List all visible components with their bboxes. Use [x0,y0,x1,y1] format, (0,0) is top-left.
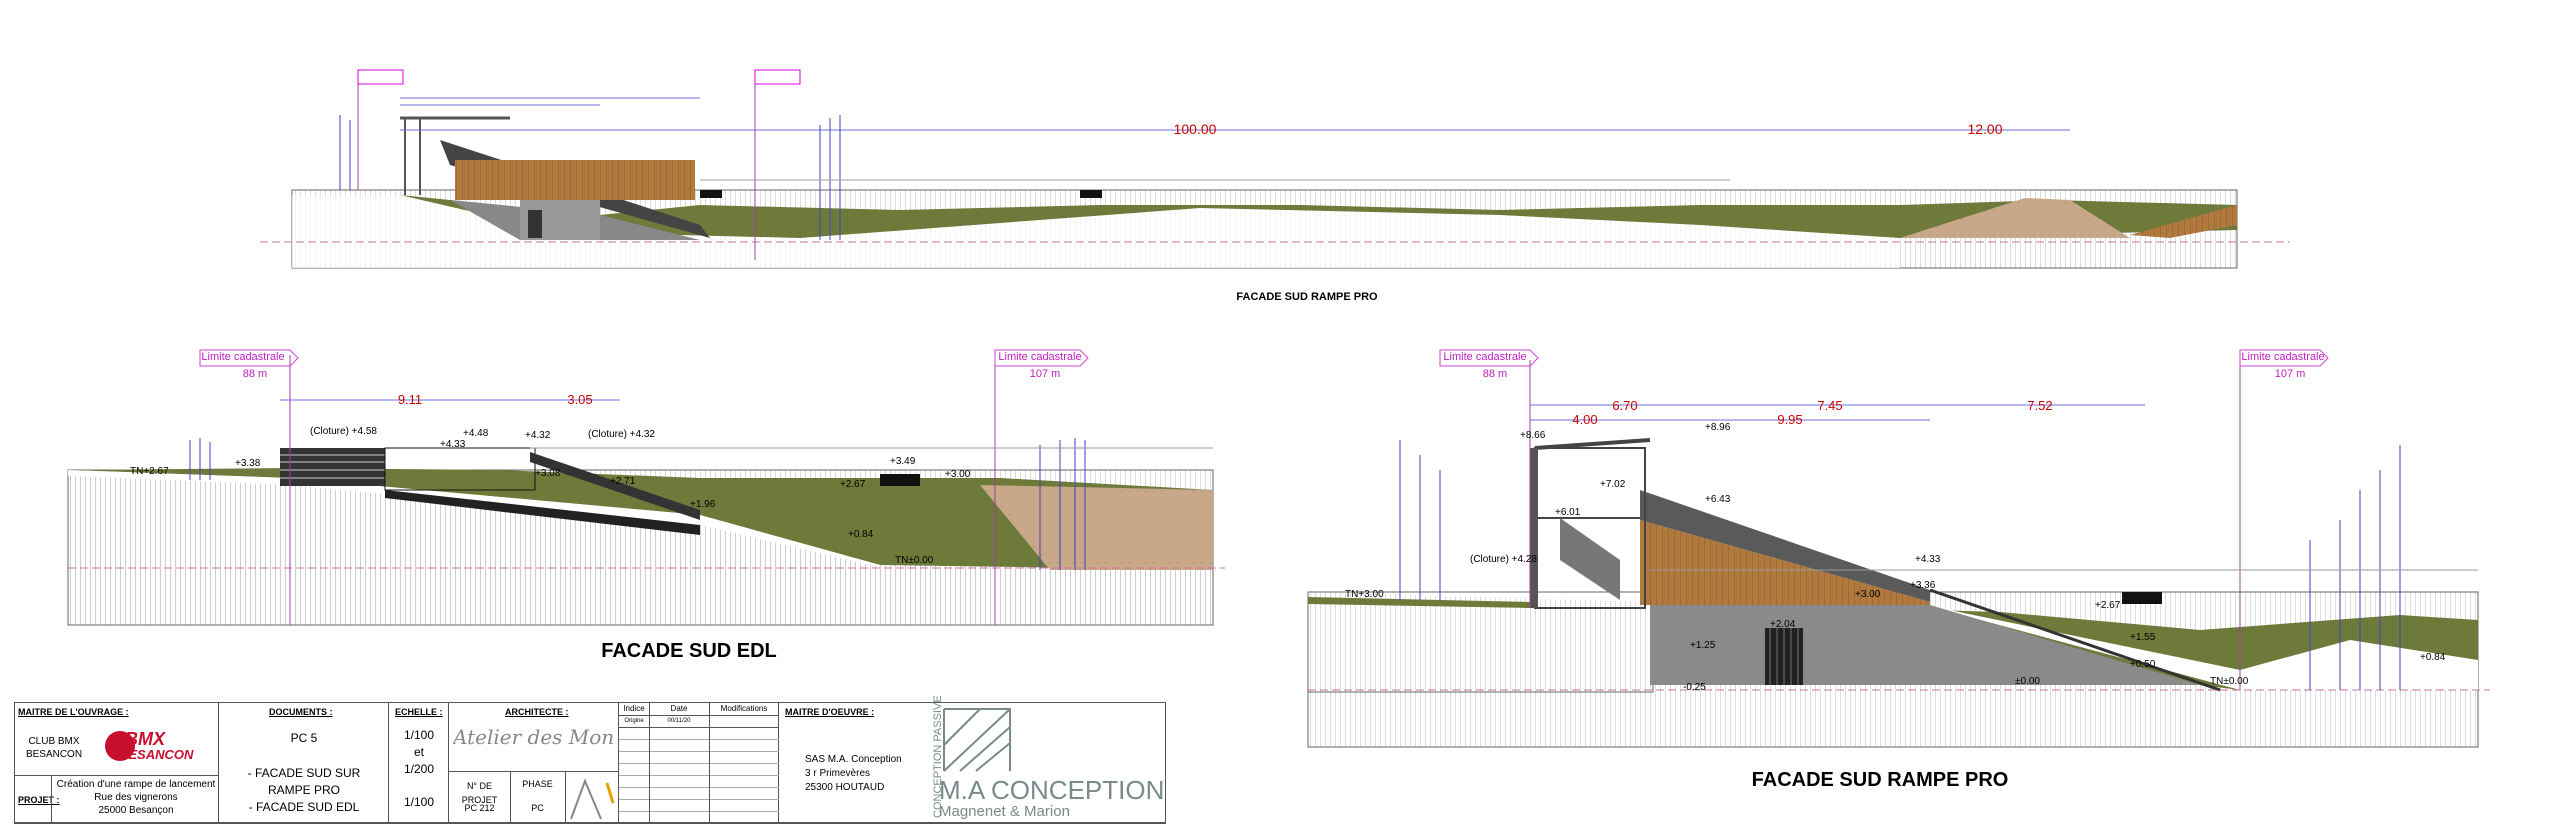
left-level: TN±0.00 [895,555,934,566]
right-dim-1: 6.70 [1612,398,1637,413]
right-level: +0.50 [2130,659,2156,670]
right-limit-left-label: Limite cadastrale [1443,351,1526,363]
right-dim-5: 9.95 [1777,412,1802,427]
right-level: (Cloture) +4.28 [1470,554,1537,565]
date-header: Date [670,704,688,713]
echelle-cell [389,703,449,823]
left-limit-right-value: 107 m [1030,368,1061,380]
architect-logo: Atelier des Montaines [453,725,615,749]
left-level: +3.38 [235,458,261,469]
left-level: +2.67 [840,479,866,490]
right-level: TN±0.00 [2210,676,2249,687]
brand-subtitle: Magnenet & Marion [939,803,1070,820]
right-level: +6.01 [1555,507,1581,518]
top-elevation: 100.00 12.00 [260,69,2290,269]
client-name: CLUB BMX BESANCON [25,736,83,760]
phase-value: PC [531,803,544,813]
right-level: +1.25 [1690,640,1716,651]
left-elevation [67,355,1225,626]
scale-value-2: 1/100 [403,795,435,809]
project-description: Création d'une rampe de lancement Rue de… [56,779,216,816]
revision-date: 00/11/20 [667,718,691,724]
right-level: TN+3.00 [1345,589,1384,600]
left-limit-left-label: Limite cadastrale [201,351,284,363]
right-limit-right: Limite cadastrale 107 m [2239,349,2329,380]
left-limit-left: Limite cadastrale 88 m [199,349,299,380]
left-limit-right-label: Limite cadastrale [998,351,1081,363]
left-level: +2.71 [610,476,636,487]
right-level: +2.04 [1770,619,1796,630]
left-level: +0.84 [848,529,874,540]
right-level: +1.55 [2130,632,2156,643]
right-level: +8.66 [1520,430,1546,441]
indice-header: Indice [623,704,645,713]
right-level: +4.33 [1915,554,1941,565]
right-caption: FACADE SUD RAMPE PRO [1752,769,2009,791]
right-limit-right-label: Limite cadastrale [2241,351,2324,363]
right-level: +7.02 [1600,479,1626,490]
maitre-ouvrage-cell [15,703,219,823]
document-list: - FACADE SUD SUR RAMPE PRO - FACADE SUD … [247,766,361,814]
left-level: +4.32 [525,430,551,441]
right-levels: +8.66 +8.96 +7.02 +6.01 +6.43 (Cloture) … [1345,422,2446,693]
moe-address: SAS M.A. Conception 3 r Primevères 25300… [805,754,902,793]
documents-cell [219,703,389,823]
right-level: -0.25 [1683,682,1706,693]
documents-header: DOCUMENTS : [269,707,333,717]
brand-name: M.A CONCEPTION [939,775,1165,805]
bmx-logo: BMX BESANCON [95,729,205,765]
project-number-header: N° DE PROJET [461,781,498,805]
right-level: +6.43 [1705,494,1731,505]
right-level: +3.36 [1910,580,1936,591]
right-level: +3.00 [1855,589,1881,600]
right-dim-4: 4.00 [1572,412,1597,427]
left-level: +4.48 [463,428,489,439]
left-dim-2: 3.05 [567,392,592,407]
right-level: +0.84 [2420,652,2446,663]
left-limit-right: Limite cadastrale 107 m [994,349,1089,380]
maitre-ouvrage-header: MAITRE DE L'OUVRAGE : [18,707,129,717]
right-dim-3: 7.52 [2027,398,2052,413]
right-elevation [1307,360,2490,748]
scale-values: 1/100 et 1/200 [403,728,435,776]
projet-header: PROJET : [18,795,60,805]
left-dim-1: 9.11 [398,392,422,407]
right-level: +2.67 [2095,600,2121,611]
project-number: PC 212 [464,803,495,813]
left-level: +3.49 [890,456,916,467]
architect-mark-icon [570,778,615,820]
right-level: +8.96 [1705,422,1731,433]
left-caption: FACADE SUD EDL [601,640,777,662]
architecte-header: ARCHITECTE : [505,707,569,717]
right-limit-right-value: 107 m [2275,368,2306,380]
phase-header: PHASE [522,779,553,789]
title-block: MAITRE DE L'OUVRAGE : CLUB BMX BESANCON … [14,695,1166,824]
left-level: +1.96 [690,499,716,510]
document-number: PC 5 [290,731,318,745]
left-level: +4.33 [440,439,466,450]
left-level: +3.00 [945,469,971,480]
left-limit-left-value: 88 m [243,368,267,380]
right-dim-2: 7.45 [1817,398,1842,413]
left-level: +3.08 [535,468,561,479]
ma-conception-mark-icon [943,708,1011,772]
right-limit-left-value: 88 m [1483,368,1507,380]
maitre-oeuvre-header: MAITRE D'OEUVRE : [785,707,875,717]
architecte-cell [449,703,619,823]
left-levels: TN+2.67 +3.38 (Cloture) +4.58 +4.48 +4.3… [130,426,971,566]
right-limit-left: Limite cadastrale 88 m [1439,349,1539,380]
right-level: ±0.00 [2015,676,2040,687]
left-level: TN+2.67 [130,466,169,477]
top-caption: FACADE SUD RAMPE PRO [1236,291,1378,303]
top-dim-secondary: 12.00 [1967,121,2002,137]
left-level: (Cloture) +4.58 [310,426,377,437]
maitre-oeuvre-cell [779,703,1165,823]
indice-origin: Origine [624,718,644,724]
modifications-header: Modifications [720,704,768,713]
top-dim-main: 100.00 [1174,121,1217,137]
echelle-header: ECHELLE : [395,707,443,717]
left-level: (Cloture) +4.32 [588,429,655,440]
